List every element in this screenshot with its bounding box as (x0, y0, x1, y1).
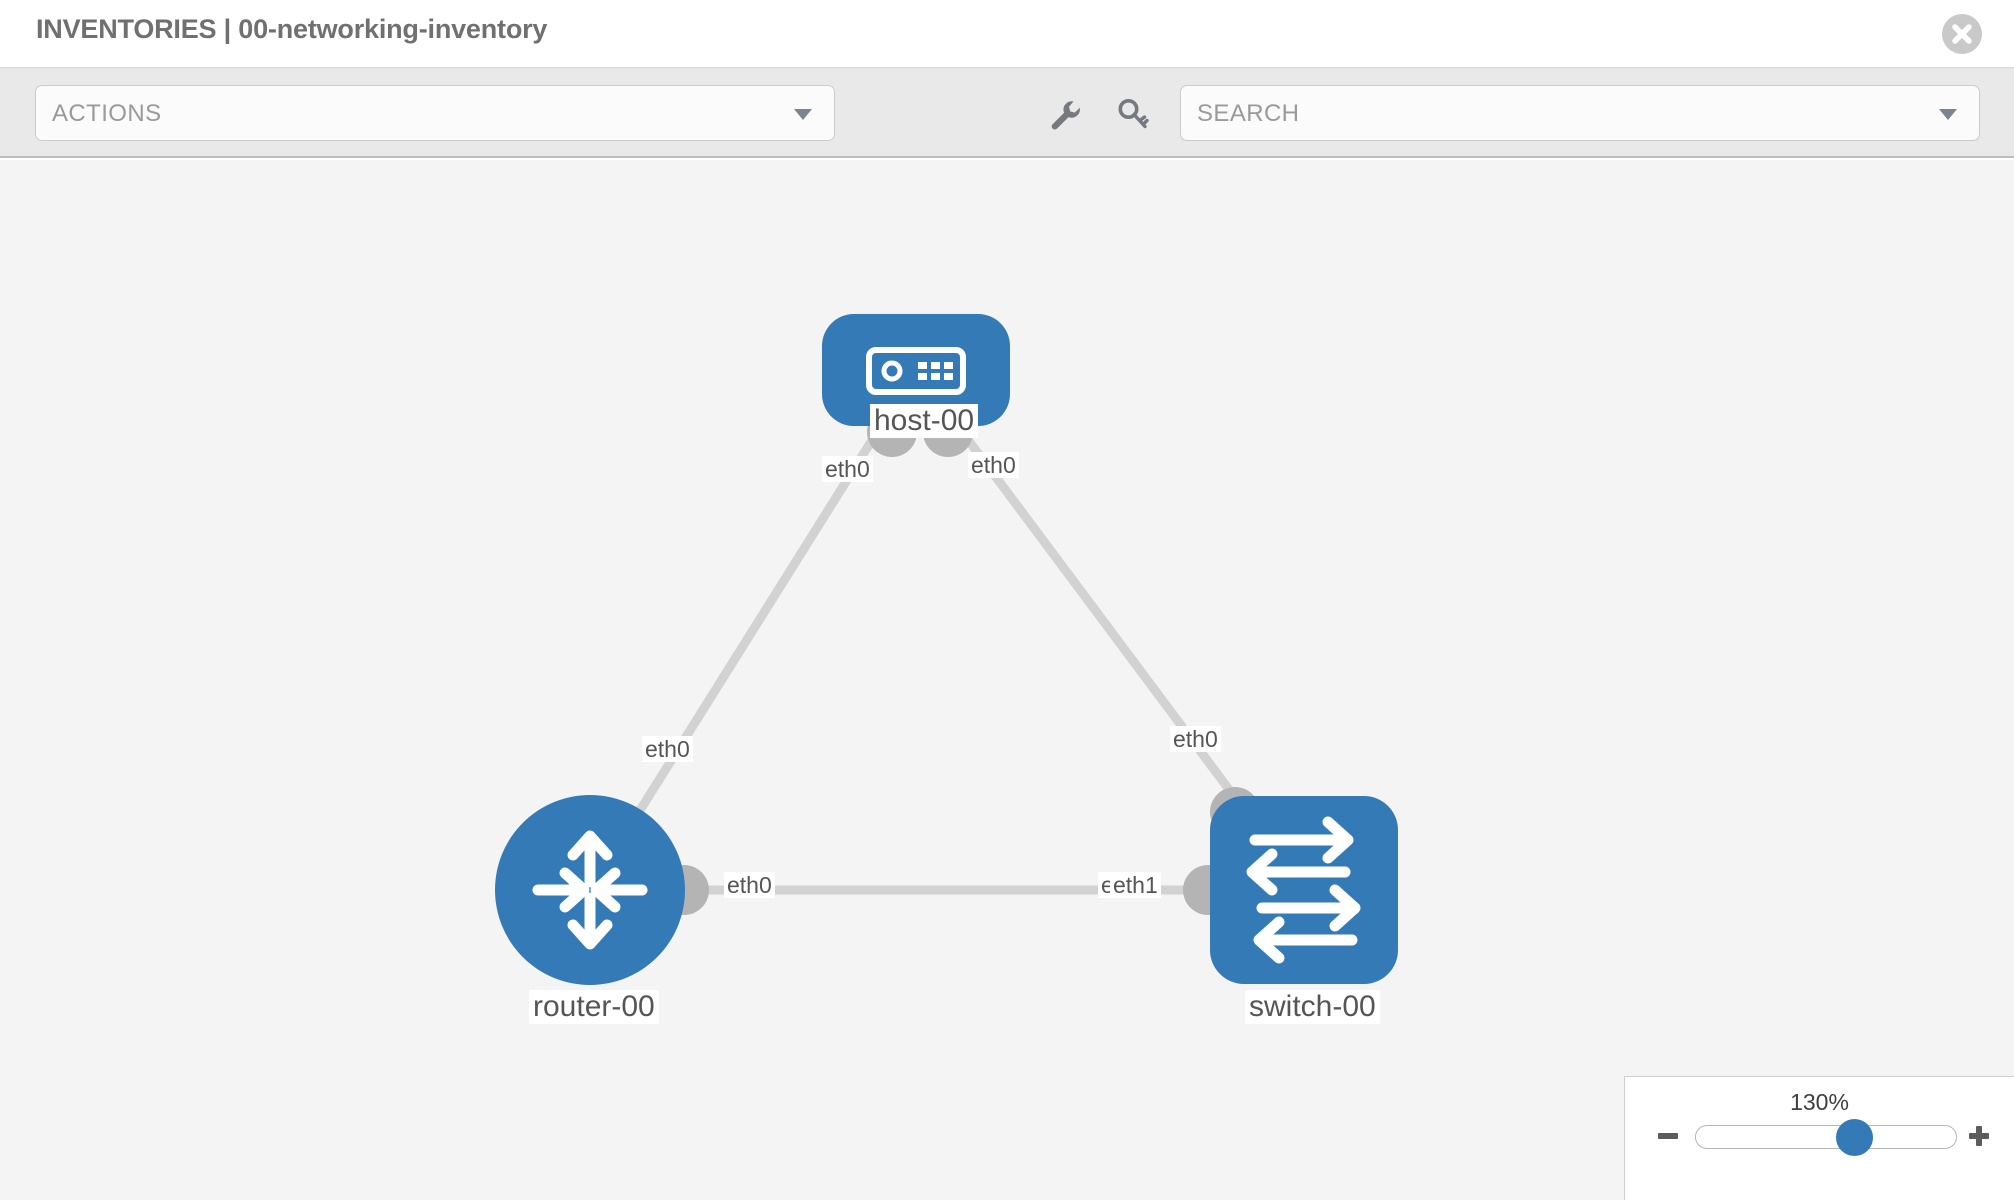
search-placeholder: SEARCH (1197, 100, 1300, 127)
node-label-router-00: router-00 (529, 990, 659, 1024)
node-label-host-00: host-00 (870, 404, 979, 438)
node-label-switch-00: switch-00 (1245, 990, 1380, 1024)
actions-dropdown[interactable]: ACTIONS (35, 85, 835, 141)
edge-label-switch-left: eth1 (1110, 872, 1161, 899)
search-input[interactable]: SEARCH (1180, 85, 1980, 141)
zoom-control-panel: 130% (1624, 1076, 2014, 1200)
zoom-out-button[interactable] (1653, 1121, 1683, 1151)
node-switch-00[interactable] (1210, 796, 1398, 984)
topology-canvas[interactable]: host-00 router-00 switch-00 eth0 eth0 et… (0, 160, 2014, 1200)
edge-label-host-right: eth0 (968, 452, 1019, 479)
zoom-slider[interactable] (1695, 1119, 1957, 1156)
edge-label-router-up: eth0 (642, 736, 693, 763)
node-host-00[interactable] (822, 314, 1010, 426)
connector-group (659, 407, 1260, 915)
edge-label-host-left: eth0 (822, 456, 873, 483)
edge-label-router-right: eth0 (724, 872, 775, 899)
chevron-down-icon (794, 109, 812, 120)
zoom-level-value: 130% (1790, 1089, 1849, 1115)
edge-label-switch-up: eth0 (1170, 726, 1221, 753)
zoom-in-button[interactable] (1964, 1121, 1994, 1151)
switch-arrows-icon (1246, 816, 1361, 964)
router-arrows-icon (532, 830, 648, 950)
server-device-icon (866, 347, 966, 395)
search-chevron-down-icon[interactable] (1939, 109, 1957, 120)
zoom-slider-thumb[interactable] (1835, 1119, 1873, 1156)
actions-dropdown-label: ACTIONS (52, 100, 162, 127)
page-title: INVENTORIES | 00-networking-inventory (36, 14, 548, 44)
node-router-00[interactable] (495, 795, 685, 985)
close-icon[interactable] (1942, 14, 1982, 54)
wrench-icon[interactable] (1046, 96, 1084, 134)
topology-graph (495, 314, 1398, 985)
page-header: INVENTORIES | 00-networking-inventory (0, 0, 2014, 68)
toolbar: ACTIONS SEARCH (0, 68, 2014, 158)
key-icon[interactable] (1114, 96, 1152, 134)
